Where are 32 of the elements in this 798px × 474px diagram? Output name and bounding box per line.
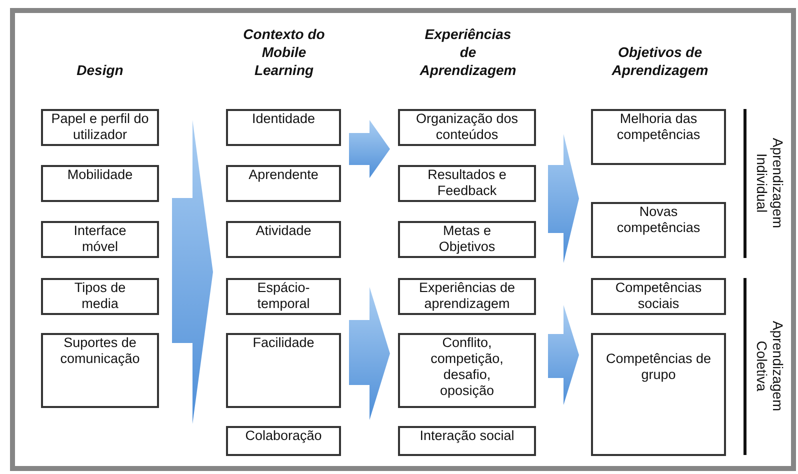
concept-box: Melhoria das competências — [591, 109, 726, 165]
concept-box: Suportes de comunicação — [41, 333, 159, 408]
bracket-label: Aprendizagem Individual — [754, 136, 786, 230]
block-arrow — [349, 287, 390, 420]
column-heading: Design — [76, 61, 124, 79]
concept-box: Mobilidade — [41, 165, 159, 202]
concept-box: Competências sociais — [591, 278, 726, 315]
column-heading: Experiências de Aprendizagem — [418, 25, 518, 79]
concept-box: Papel e perfil do utilizador — [41, 109, 159, 146]
concept-box: Colaboração — [226, 426, 341, 456]
block-arrow — [349, 120, 390, 178]
concept-box: Conflito, competição, desafio, oposição — [398, 333, 536, 408]
concept-box: Tipos de media — [41, 278, 159, 315]
concept-box: Facilidade — [226, 333, 341, 408]
concept-box: Experiências de aprendizagem — [398, 278, 536, 315]
bracket-label: Aprendizagem Coletiva — [754, 320, 786, 414]
block-arrow — [548, 305, 579, 405]
concept-box: Organização dos conteúdos — [398, 109, 536, 146]
concept-box: Identidade — [226, 109, 341, 146]
concept-box: Novas competências — [591, 202, 726, 258]
block-arrow — [172, 120, 213, 424]
concept-box: Interface móvel — [41, 221, 159, 258]
concept-box: Interação social — [398, 426, 536, 456]
column-heading: Objetivos de Aprendizagem — [610, 43, 710, 79]
concept-box: Metas e Objetivos — [398, 221, 536, 258]
concept-box: Aprendente — [226, 165, 341, 202]
concept-box: Resultados e Feedback — [398, 165, 536, 202]
concept-box: Espácio-temporal — [226, 278, 341, 315]
block-arrow — [548, 134, 579, 263]
concept-box: Competências de grupo — [591, 333, 726, 456]
concept-box: Atividade — [226, 221, 341, 258]
column-heading: Contexto do Mobile Learning — [242, 25, 326, 79]
